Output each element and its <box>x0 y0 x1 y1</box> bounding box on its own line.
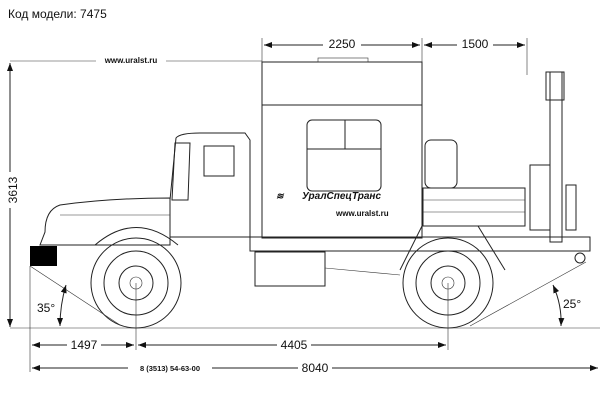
dim-rear-length: 1500 <box>462 37 489 51</box>
body-box: ≋ УралСпецТранс www.uralst.ru <box>261 57 423 239</box>
front-bumper <box>30 246 57 266</box>
angles: 35° 25° <box>10 261 600 329</box>
dim-total-length: 8040 <box>302 361 329 375</box>
body-window <box>306 119 382 192</box>
model-code: Код модели: 7475 <box>8 7 107 21</box>
body-logo-icon: ≋ <box>276 191 285 201</box>
dim-height: 3613 <box>6 176 20 203</box>
seat <box>424 139 458 189</box>
bottom-dimensions: 1497 4405 8 (3513) 54-63-00 8040 <box>29 266 598 375</box>
phone: 8 (3513) 54-63-00 <box>140 364 200 373</box>
dim-front-overhang: 1497 <box>71 338 98 352</box>
dim-body-length: 2250 <box>329 37 356 51</box>
fuel-tank <box>254 251 326 287</box>
crane <box>529 71 586 264</box>
website-top: www.uralst.ru <box>104 56 158 65</box>
top-dimensions: 2250 1500 <box>261 37 528 75</box>
body-website: www.uralst.ru <box>335 209 389 218</box>
rear-platform <box>399 139 526 271</box>
dim-wheelbase: 4405 <box>281 338 308 352</box>
approach-angle: 35° <box>37 301 55 315</box>
departure-angle: 25° <box>563 297 581 311</box>
body-brand: УралСпецТранс <box>302 191 381 202</box>
cab <box>30 132 251 266</box>
height-dimension: www.uralst.ru 3613 <box>3 54 262 327</box>
chassis <box>249 236 591 287</box>
